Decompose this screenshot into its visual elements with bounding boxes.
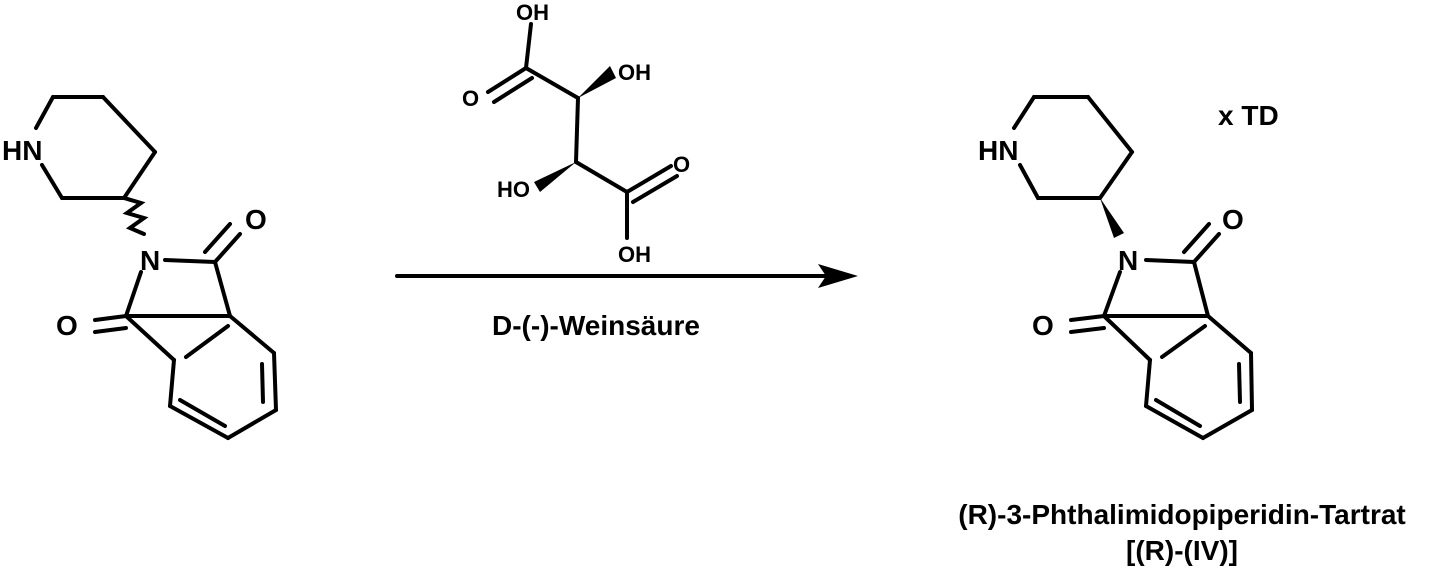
product-name: (R)-3-Phthalimidopiperidin-Tartrat <box>958 499 1405 530</box>
wedge-bond-stereocenter <box>1100 198 1124 238</box>
sm-o-left-label: O <box>56 310 78 341</box>
ta-o-left-label: O <box>462 86 479 111</box>
sm-hn-label: HN <box>2 135 42 166</box>
salt-label: x TD <box>1218 100 1279 131</box>
ta-ho-label: HO <box>497 177 530 202</box>
ta-oh-top-label: OH <box>516 0 549 25</box>
pr-hn-label: HN <box>978 135 1018 166</box>
pr-n-label: N <box>1118 245 1138 276</box>
ta-o-right-label: O <box>673 152 690 177</box>
ta-oh-upper-label: OH <box>618 60 651 85</box>
sm-n-label: N <box>140 245 160 276</box>
condition-label: D-(-)-Weinsäure <box>492 310 700 341</box>
ta-oh-bottom-label: OH <box>618 242 651 267</box>
compound-number: [(R)-(IV)] <box>1126 535 1238 566</box>
reaction-arrow <box>397 264 858 288</box>
wedge-bond-ho <box>534 162 576 192</box>
pr-o-left-label: O <box>1032 310 1054 341</box>
pr-o-top-label: O <box>1222 204 1244 235</box>
sm-o-top-label: O <box>245 204 267 235</box>
tartaric-acid-structure <box>488 24 677 238</box>
wedge-bond-oh-upper <box>578 66 616 98</box>
